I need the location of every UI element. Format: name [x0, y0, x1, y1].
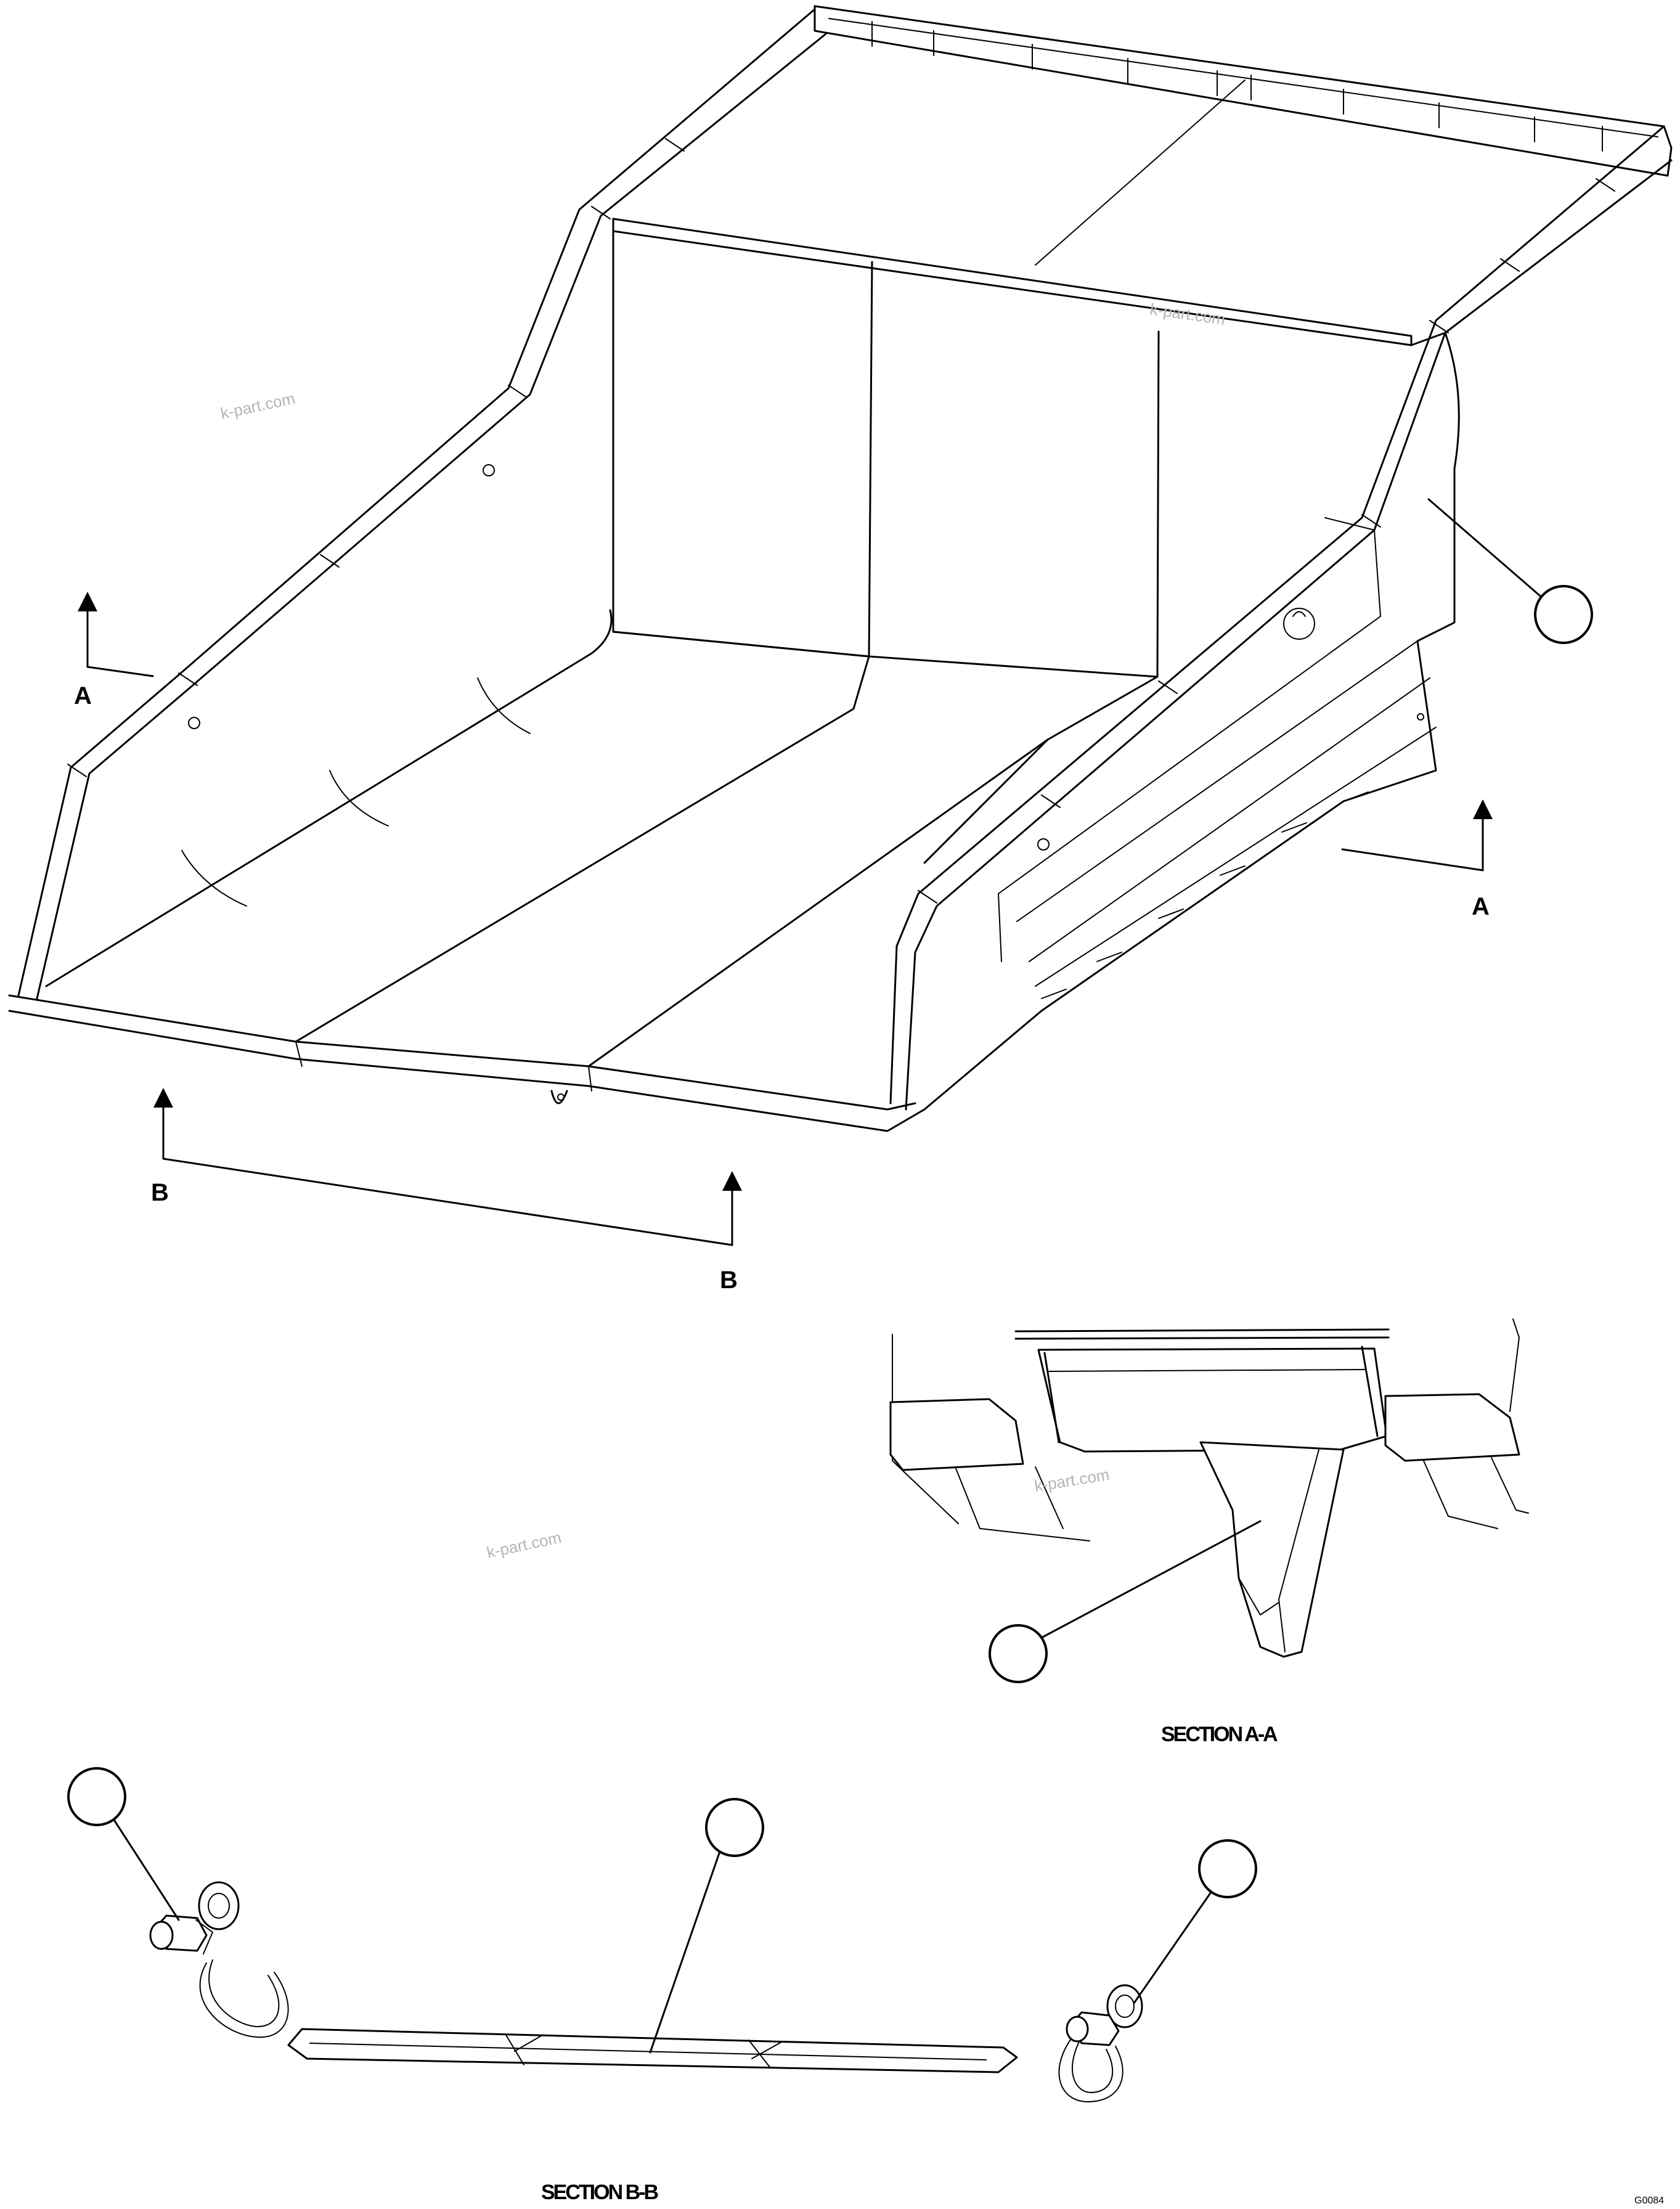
- callout-shackle-right: [1133, 1839, 1257, 2004]
- section-marker-b: B B: [151, 1088, 742, 1294]
- figure-code: G0084: [1634, 2195, 1664, 2206]
- callout-body: [1427, 498, 1593, 644]
- shackle-right: [1058, 1984, 1143, 2102]
- callout-section-aa: SECTION A-A: [989, 1520, 1279, 1746]
- section-b-label-right: B: [720, 1267, 738, 1294]
- watermark: k-part.com: [485, 1528, 563, 1562]
- section-aa-caption: SECTION A-A: [1161, 1723, 1278, 1746]
- callout-sling: [649, 1798, 764, 2054]
- shackle-left: [149, 1881, 289, 2038]
- section-a-label-right: A: [1472, 893, 1490, 920]
- section-marker-a-right: A: [1341, 799, 1493, 920]
- section-marker-a-left: A: [74, 592, 154, 709]
- watermark: k-part.com: [219, 389, 296, 423]
- dump-body: [8, 5, 1673, 1132]
- section-a-label-left: A: [74, 682, 92, 709]
- section-aa-detail: k-part.com: [889, 1318, 1529, 1658]
- sling: [287, 2028, 1018, 2073]
- callout-shackle-left: [67, 1767, 180, 1921]
- section-b-label-left: B: [151, 1179, 169, 1206]
- section-bb-caption: SECTION B-B: [541, 2181, 658, 2204]
- watermark: k-part.com: [1033, 1465, 1111, 1495]
